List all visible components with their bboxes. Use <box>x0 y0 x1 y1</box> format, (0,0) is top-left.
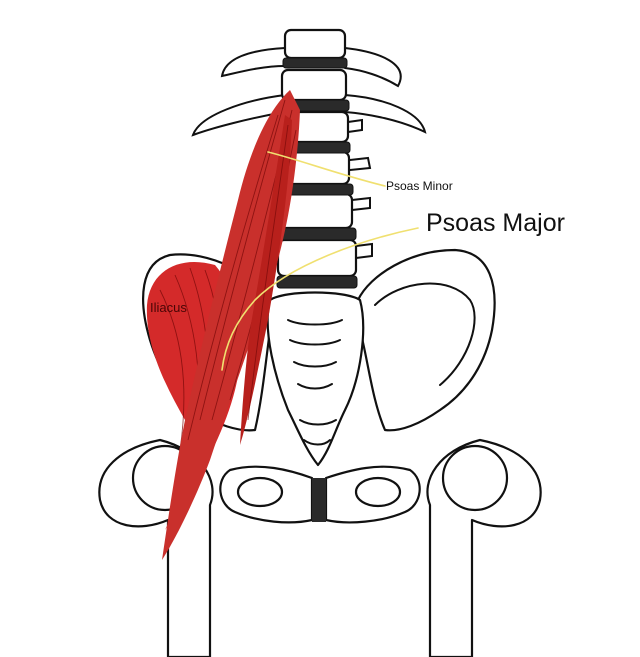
rib-right <box>344 94 427 134</box>
psoas-minor-fibers <box>247 124 289 421</box>
vertebra-t12 <box>283 28 347 60</box>
psoas-major-fibers <box>187 99 297 441</box>
process-nub-4 <box>355 242 373 259</box>
psoas-major-leader <box>221 227 419 371</box>
coccyx-segments <box>299 419 337 446</box>
rib-left <box>191 94 286 137</box>
process-nub-1 <box>347 118 363 133</box>
psoas-major-muscle <box>162 90 300 560</box>
label-psoas-major: Psoas Major <box>426 209 565 237</box>
transverse-process-top-left <box>220 47 286 78</box>
obturator-foramen-left <box>236 476 284 508</box>
label-psoas-minor: Psoas Minor <box>386 179 453 193</box>
muscles <box>146 90 300 560</box>
right-ilium-inner-curve <box>374 282 476 386</box>
disc-1 <box>282 57 348 69</box>
iliacus-fibers <box>159 267 221 451</box>
vertebra-l5 <box>276 238 358 278</box>
right-ilium <box>356 248 496 432</box>
right-femur-head <box>441 444 509 512</box>
sacral-foramina-4 <box>297 383 333 390</box>
sacral-foramina-1 <box>287 319 343 326</box>
obturator-foramen-right <box>354 476 402 508</box>
transverse-process-top-right <box>344 47 402 88</box>
pubic-symphysis <box>312 478 326 522</box>
psoas-minor-leader <box>267 151 386 187</box>
disc-5 <box>276 227 357 241</box>
process-nub-2 <box>349 156 372 171</box>
process-nub-3 <box>351 196 371 211</box>
sacral-foramina-3 <box>293 361 337 368</box>
disc-6 <box>276 275 358 289</box>
label-iliacus: Iliacus <box>150 300 187 315</box>
leader-lines <box>221 151 419 371</box>
sacrum <box>266 291 365 467</box>
sacral-foramina-2 <box>289 339 341 346</box>
